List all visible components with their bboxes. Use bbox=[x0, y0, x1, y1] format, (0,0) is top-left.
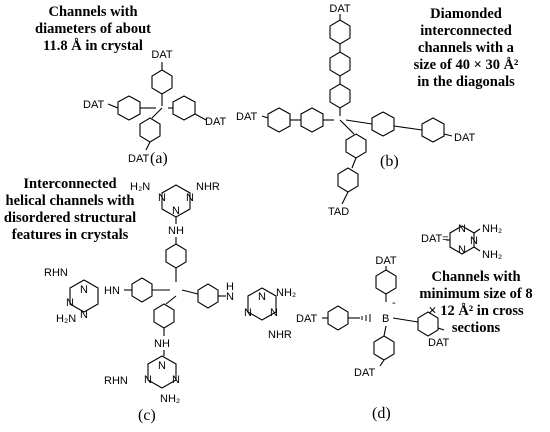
panel-a-dat-right: DAT bbox=[205, 116, 226, 128]
molecule-b: DAT DAT DAT TAD bbox=[236, 3, 475, 218]
panel-b-dat-top: DAT bbox=[329, 3, 350, 15]
panel-d-caption-line2: minimum size of 8 bbox=[419, 286, 532, 302]
c-top-h2n: H₂N bbox=[130, 181, 150, 193]
c-left-h2n: H₂N bbox=[56, 313, 76, 325]
c-top-nh: NH bbox=[168, 225, 184, 237]
panel-d: DAT= N N N NH₂ NH₂ Channels with minimum… bbox=[296, 223, 533, 422]
dat-definition-prefix: DAT= bbox=[421, 233, 449, 245]
dat-definition: DAT= N N N NH₂ NH₂ bbox=[421, 223, 502, 261]
panel-b-caption-line5: in the diagonals bbox=[417, 74, 515, 90]
panel-a-dat-top: DAT bbox=[151, 49, 172, 61]
c-left-triazine-n1: N bbox=[80, 284, 88, 296]
molecule-a: DAT DAT DAT DAT bbox=[83, 49, 226, 165]
panel-b-caption-line3: channels with a bbox=[418, 40, 515, 56]
panel-a: Channels with diameters of about 11.8 Å … bbox=[35, 4, 226, 167]
c-bottom-rhn: RHN bbox=[104, 375, 128, 387]
c-bottom-triazine-n2: N bbox=[144, 374, 152, 386]
panel-d-boron: B bbox=[382, 313, 389, 325]
panel-c-caption-line1: Interconnected bbox=[23, 176, 116, 192]
c-top-triazine-n2: N bbox=[158, 192, 166, 204]
dat-def-n3: N bbox=[470, 235, 478, 247]
panel-b-tad-bottom: TAD bbox=[328, 206, 349, 218]
c-top-nhr: NHR bbox=[196, 181, 220, 193]
molecule-d: B - DAT DAT DAT DAT bbox=[296, 255, 449, 379]
panel-d-caption-line1: Channels with bbox=[431, 269, 520, 285]
c-top-triazine-n3: N bbox=[186, 192, 194, 204]
panel-d-dat-left: DAT bbox=[296, 313, 317, 325]
c-left-hn: HN bbox=[104, 285, 120, 297]
c-right-nh2: NH₂ bbox=[276, 287, 296, 299]
c-left-rhn: RHN bbox=[44, 267, 68, 279]
panel-d-dat-top: DAT bbox=[375, 255, 396, 267]
c-right-triazine-n2: N bbox=[270, 307, 278, 319]
c-bottom-triazine-n3: N bbox=[172, 374, 180, 386]
c-left-triazine-n3: N bbox=[80, 309, 88, 321]
c-top-triazine-n1: N bbox=[172, 205, 180, 217]
panel-b-label: (b) bbox=[380, 153, 399, 170]
molecule-c: N N N H₂N NHR NH HN N N N RHN H₂N bbox=[44, 181, 296, 405]
panel-d-dat-bottom: DAT bbox=[354, 367, 375, 379]
c-bottom-nh2: NH₂ bbox=[160, 393, 180, 405]
dat-def-nh2-top: NH₂ bbox=[482, 223, 502, 235]
panel-c-label: (c) bbox=[138, 407, 156, 424]
panel-c-caption-line2: helical channels with bbox=[6, 193, 135, 209]
c-right-triazine-n1: N bbox=[258, 291, 266, 303]
panel-a-dat-left: DAT bbox=[83, 99, 104, 111]
panel-c-caption-line3: disordered structural bbox=[4, 210, 136, 226]
panel-a-caption-line2: diameters of about bbox=[35, 21, 151, 37]
panel-b: Diamonded interconnected channels with a… bbox=[236, 3, 518, 218]
panel-b-dat-right: DAT bbox=[454, 132, 475, 144]
panel-b-caption-line2: interconnected bbox=[420, 23, 512, 39]
panel-d-caption-line4: sections bbox=[452, 320, 501, 336]
c-right-triazine-n3: N bbox=[244, 307, 252, 319]
panel-d-dat-right: DAT bbox=[428, 337, 449, 349]
panel-d-charge: - bbox=[392, 297, 396, 309]
panel-b-caption-line1: Diamonded bbox=[430, 6, 502, 22]
dat-def-n2: N bbox=[458, 244, 466, 256]
panel-a-caption-line1: Channels with bbox=[48, 4, 137, 20]
panel-a-label: (a) bbox=[150, 150, 168, 167]
c-right-nh-h: H bbox=[226, 281, 234, 293]
c-bottom-triazine-n1: N bbox=[158, 360, 166, 372]
panel-d-label: (d) bbox=[372, 405, 391, 422]
panel-a-dat-bottom: DAT bbox=[128, 153, 149, 165]
panel-c: Interconnected helical channels with dis… bbox=[4, 176, 296, 424]
panel-b-dat-left: DAT bbox=[236, 111, 257, 123]
c-right-nh-n: N bbox=[226, 291, 234, 303]
c-bottom-nh: NH bbox=[154, 338, 170, 350]
panel-a-caption-line3: 11.8 Å in crystal bbox=[43, 38, 143, 54]
panel-c-caption-line4: features in crystals bbox=[12, 227, 129, 243]
dat-def-n1: N bbox=[458, 223, 466, 235]
panel-d-caption-line3: × 12 Å² in cross bbox=[428, 303, 524, 319]
c-right-nhr: NHR bbox=[268, 329, 292, 341]
dat-def-nh2-bottom: NH₂ bbox=[482, 249, 502, 261]
c-left-triazine-n2: N bbox=[66, 297, 74, 309]
panel-b-caption-line4: size of 40 × 30 Å² bbox=[414, 57, 519, 73]
